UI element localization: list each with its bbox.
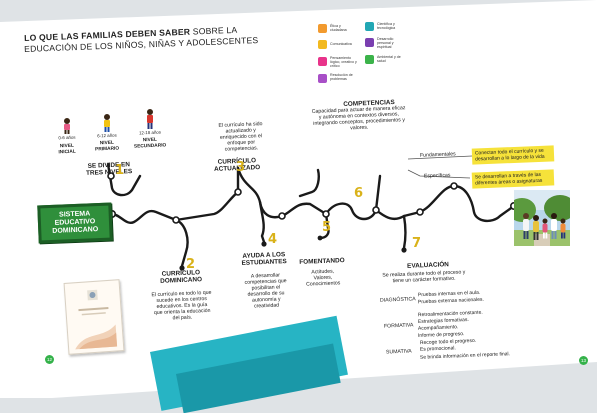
step-number-1: 1 [115, 163, 125, 178]
step-number-6: 6 [354, 186, 364, 201]
level-label: NIVEL SECUNDARIO [133, 137, 167, 150]
competencias-text: Capacidad para actuar de manera eficaz y… [311, 105, 406, 132]
competencia-item: Ética y ciudadana [330, 24, 347, 32]
path-line [106, 155, 518, 271]
curriculum-booklet-image [63, 279, 125, 355]
eval-type-sumativa: SUMATIVA [385, 348, 412, 356]
level-age: 0-6 años [58, 134, 76, 141]
thinking-icon [318, 57, 327, 66]
environment-icon [365, 55, 374, 64]
child-icon [64, 118, 70, 134]
step-number-3: 3 [236, 160, 246, 175]
especificas-box: Se desarrollan a través de las diferente… [471, 169, 555, 189]
divide-title: SE DIVIDE EN TRES NIVELES [85, 161, 133, 178]
competencia-item: Pensamiento lógico, creativo y crítico [330, 56, 357, 68]
level-secundario: 12-18 años NIVEL SECUNDARIO [130, 108, 170, 149]
ethics-icon [318, 24, 327, 33]
communication-icon [318, 40, 327, 49]
especificas-label: Específicas [423, 172, 451, 180]
curriculo-dominicano-text: El currículo es todo lo que sucede en lo… [151, 289, 212, 322]
competencia-item: Científica y tecnológica [377, 22, 396, 30]
level-age: 6-12 años [97, 132, 117, 139]
science-icon [365, 22, 374, 31]
level-label: NIVEL INICIAL [58, 143, 76, 155]
level-inicial: 0-6 años NIVEL INICIAL [52, 117, 82, 155]
level-age: 12-18 años [138, 129, 162, 136]
page-number-right: 13 [579, 356, 588, 365]
booklet-seal-icon [75, 289, 118, 350]
competencia-item: Ambiental y de salud [377, 55, 401, 63]
family-photo [514, 190, 570, 246]
personal-development-icon [365, 38, 374, 47]
competencia-item: Desarrollo personal y espiritual [377, 37, 394, 49]
fomentando-text: Actitudes, Valores, Conocimientos [305, 268, 341, 288]
step-number-4: 4 [268, 232, 278, 247]
eval-type-formativa: FORMATIVA [383, 322, 414, 330]
ayuda-text: A desarrollar competencias que posibilit… [244, 272, 287, 310]
curriculo-actualizado-text: El currículo ha sido actualizado y enriq… [218, 121, 263, 153]
step-number-5: 5 [322, 220, 332, 235]
level-primario: 6-12 años NIVEL PRIMARIO [90, 113, 124, 152]
fundamentales-box: Conectan todo el currículo y se desarrol… [471, 145, 555, 165]
page-number-left: 12 [45, 355, 54, 364]
level-label: NIVEL PRIMARIO [95, 140, 120, 153]
sistema-educativo-box: SISTEMA EDUCATIVO DOMINICANO [37, 202, 113, 244]
child-icon [104, 114, 110, 132]
competencia-item: Comunicativa [330, 42, 352, 46]
teen-icon [147, 109, 153, 129]
curriculo-dominicano-title: CURRÍCULO DOMINICANO [160, 269, 203, 286]
problem-solving-icon [318, 74, 327, 83]
step-number-7: 7 [412, 236, 422, 251]
step-number-2: 2 [186, 257, 196, 272]
competencia-item: Resolución de problemas [330, 73, 353, 81]
ayuda-title: AYUDA A LOS ESTUDIANTES [241, 251, 287, 268]
